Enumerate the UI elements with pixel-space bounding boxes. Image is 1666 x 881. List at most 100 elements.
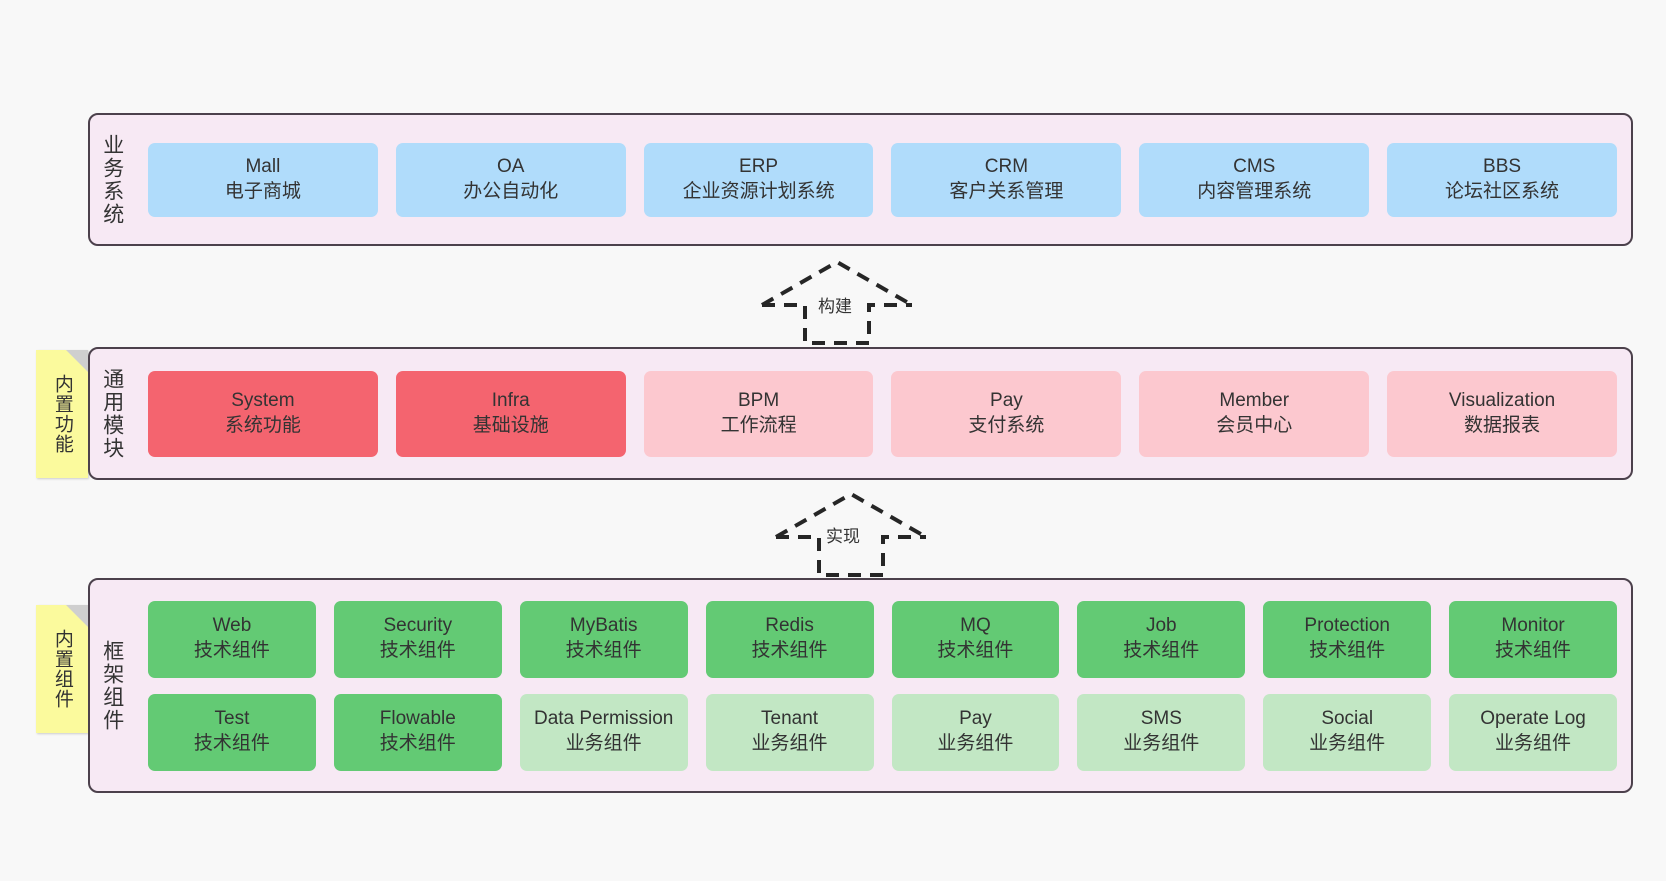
layer-title-framework-component: 框架组件	[100, 639, 124, 732]
node-infra[interactable]: Infra 基础设施	[395, 370, 626, 457]
layer-common-module: 通用模块 System 系统功能 Infra 基础设施 BPM 工作流程 Pay…	[88, 347, 1633, 480]
node-title: Infra	[491, 389, 530, 411]
node-title: SMS	[1140, 708, 1182, 730]
node-oa[interactable]: OA 办公自动化	[395, 142, 626, 217]
node-title: Security	[383, 615, 453, 637]
node-security[interactable]: Security 技术组件	[333, 600, 502, 678]
node-title: BBS	[1483, 155, 1522, 177]
node-subtitle: 内容管理系统	[1197, 180, 1312, 202]
node-subtitle: 技术组件	[379, 640, 456, 661]
node-subtitle: 技术组件	[379, 733, 456, 754]
node-subtitle: 业务组件	[1495, 733, 1572, 754]
node-pay-business[interactable]: Pay 业务组件	[891, 693, 1060, 771]
node-subtitle: 系统功能	[224, 414, 301, 436]
node-subtitle: 基础设施	[472, 414, 549, 436]
node-subtitle: 技术组件	[565, 640, 642, 661]
node-title: Member	[1219, 389, 1290, 411]
node-mall[interactable]: Mall 电子商城	[148, 142, 378, 217]
node-crm[interactable]: CRM 客户关系管理	[891, 142, 1122, 217]
node-subtitle: 技术组件	[937, 640, 1014, 661]
node-title: Tenant	[761, 708, 819, 730]
node-title: BPM	[737, 389, 780, 411]
node-sms[interactable]: SMS 业务组件	[1077, 693, 1246, 771]
node-redis[interactable]: Redis 技术组件	[705, 600, 874, 678]
node-row: Test 技术组件 Flowable 技术组件 Data Permission …	[148, 693, 1617, 771]
node-subtitle: 会员中心	[1216, 414, 1293, 436]
node-title: Job	[1145, 615, 1177, 637]
node-title: System	[231, 389, 295, 411]
layer-framework-component: 框架组件 Web 技术组件 Security 技术组件 MyBatis 技术组件…	[88, 578, 1633, 793]
node-subtitle: 工作流程	[720, 414, 797, 436]
page-fold-icon	[66, 350, 88, 372]
node-title: CRM	[984, 155, 1029, 177]
node-bpm[interactable]: BPM 工作流程	[643, 370, 874, 457]
node-subtitle: 业务组件	[1309, 733, 1386, 754]
node-member[interactable]: Member 会员中心	[1139, 370, 1370, 457]
node-title: Pay	[990, 389, 1023, 411]
node-title: Visualization	[1448, 389, 1556, 411]
node-row: Mall 电子商城 OA 办公自动化 ERP 企业资源计划系统 CRM 客户关系…	[148, 142, 1617, 217]
node-monitor[interactable]: Monitor 技术组件	[1449, 600, 1617, 678]
node-cms[interactable]: CMS 内容管理系统	[1139, 142, 1370, 217]
layer-body-framework-component: Web 技术组件 Security 技术组件 MyBatis 技术组件 Redi…	[134, 580, 1631, 791]
node-subtitle: 技术组件	[751, 640, 828, 661]
node-operate-log[interactable]: Operate Log 业务组件	[1449, 693, 1617, 771]
node-subtitle: 企业资源计划系统	[682, 180, 835, 202]
node-subtitle: 办公自动化	[463, 180, 559, 202]
node-title: Operate Log	[1480, 708, 1586, 730]
node-title: Protection	[1304, 615, 1390, 637]
node-bbs[interactable]: BBS 论坛社区系统	[1387, 142, 1617, 217]
sticky-note-builtin-features: 内置功能	[36, 350, 88, 478]
node-subtitle: 数据报表	[1464, 414, 1541, 436]
node-subtitle: 业务组件	[1123, 733, 1200, 754]
page-fold-icon	[66, 605, 88, 627]
node-pay[interactable]: Pay 支付系统	[891, 370, 1122, 457]
node-subtitle: 客户关系管理	[949, 180, 1064, 202]
node-test[interactable]: Test 技术组件	[148, 693, 316, 771]
node-protection[interactable]: Protection 技术组件	[1263, 600, 1432, 678]
layer-business-system: 业务系统 Mall 电子商城 OA 办公自动化 ERP 企业资源计划系统 CRM…	[88, 113, 1633, 246]
layer-title-common-module: 通用模块	[100, 367, 124, 460]
node-subtitle: 技术组件	[193, 733, 270, 754]
node-mq[interactable]: MQ 技术组件	[891, 600, 1060, 678]
node-system[interactable]: System 系统功能	[148, 370, 378, 457]
node-subtitle: 业务组件	[751, 733, 828, 754]
layer-body-business-system: Mall 电子商城 OA 办公自动化 ERP 企业资源计划系统 CRM 客户关系…	[134, 115, 1631, 244]
node-subtitle: 支付系统	[968, 414, 1045, 436]
node-title: Social	[1321, 708, 1374, 730]
node-row: Web 技术组件 Security 技术组件 MyBatis 技术组件 Redi…	[148, 600, 1617, 678]
node-title: CMS	[1233, 155, 1276, 177]
node-tenant[interactable]: Tenant 业务组件	[705, 693, 874, 771]
node-social[interactable]: Social 业务组件	[1263, 693, 1432, 771]
node-subtitle: 技术组件	[1495, 640, 1572, 661]
node-subtitle: 电子商城	[224, 180, 301, 202]
node-visualization[interactable]: Visualization 数据报表	[1387, 370, 1617, 457]
arrow-build-label: 构建	[818, 297, 852, 316]
node-flowable[interactable]: Flowable 技术组件	[333, 693, 502, 771]
node-title: Data Permission	[533, 708, 674, 730]
node-title: MQ	[960, 615, 991, 637]
arrow-implement-label: 实现	[826, 527, 860, 546]
node-title: Pay	[959, 708, 992, 730]
node-subtitle: 技术组件	[1309, 640, 1386, 661]
layer-title-business-system: 业务系统	[100, 133, 124, 226]
node-title: OA	[497, 155, 525, 177]
node-mybatis[interactable]: MyBatis 技术组件	[519, 600, 688, 678]
node-web[interactable]: Web 技术组件	[148, 600, 316, 678]
sticky-note-text: 内置功能	[51, 374, 73, 454]
layer-body-common-module: System 系统功能 Infra 基础设施 BPM 工作流程 Pay 支付系统…	[134, 349, 1631, 478]
node-subtitle: 论坛社区系统	[1445, 180, 1560, 202]
node-title: Mall	[245, 155, 281, 177]
node-subtitle: 业务组件	[937, 733, 1014, 754]
node-title: MyBatis	[569, 615, 638, 637]
node-subtitle: 业务组件	[565, 733, 642, 754]
node-data-permission[interactable]: Data Permission 业务组件	[519, 693, 688, 771]
node-row: System 系统功能 Infra 基础设施 BPM 工作流程 Pay 支付系统…	[148, 370, 1617, 457]
node-title: Monitor	[1501, 615, 1565, 637]
node-job[interactable]: Job 技术组件	[1077, 600, 1246, 678]
node-erp[interactable]: ERP 企业资源计划系统	[643, 142, 874, 217]
node-subtitle: 技术组件	[193, 640, 270, 661]
node-subtitle: 技术组件	[1123, 640, 1200, 661]
node-title: Flowable	[379, 708, 456, 730]
